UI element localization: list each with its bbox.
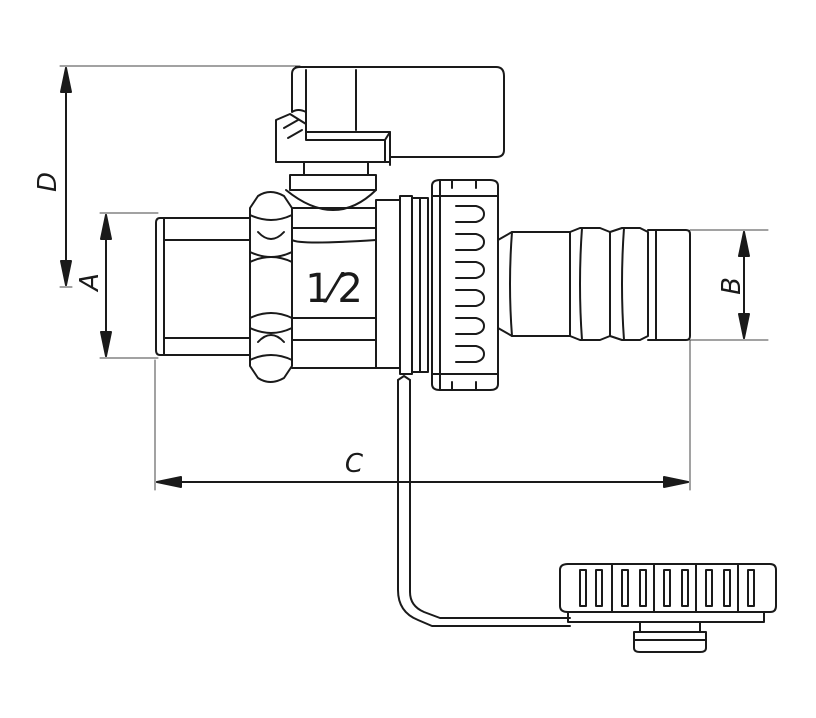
valve-stem — [285, 161, 377, 211]
dimension-b-arrow — [738, 231, 750, 339]
drain-cap — [559, 563, 777, 653]
dimension-d-arrow — [60, 67, 72, 286]
valve-handle — [275, 66, 505, 166]
dimension-label-a: A — [75, 273, 105, 293]
dimension-lines — [59, 65, 769, 491]
male-thread-end — [155, 217, 251, 356]
union-collar — [375, 195, 429, 375]
dimension-label-d: D — [33, 172, 63, 192]
hex-nut — [249, 191, 293, 383]
dimension-label-b: B — [717, 277, 747, 295]
union-nut — [431, 179, 499, 391]
dimension-a-arrow — [100, 214, 112, 357]
hose-barb — [497, 227, 691, 341]
dimension-label-c: C — [345, 449, 364, 479]
dimension-c-arrow — [156, 476, 689, 488]
body-size-marking: 1⁄2 — [305, 266, 363, 312]
cap-retaining-strap — [397, 375, 571, 627]
